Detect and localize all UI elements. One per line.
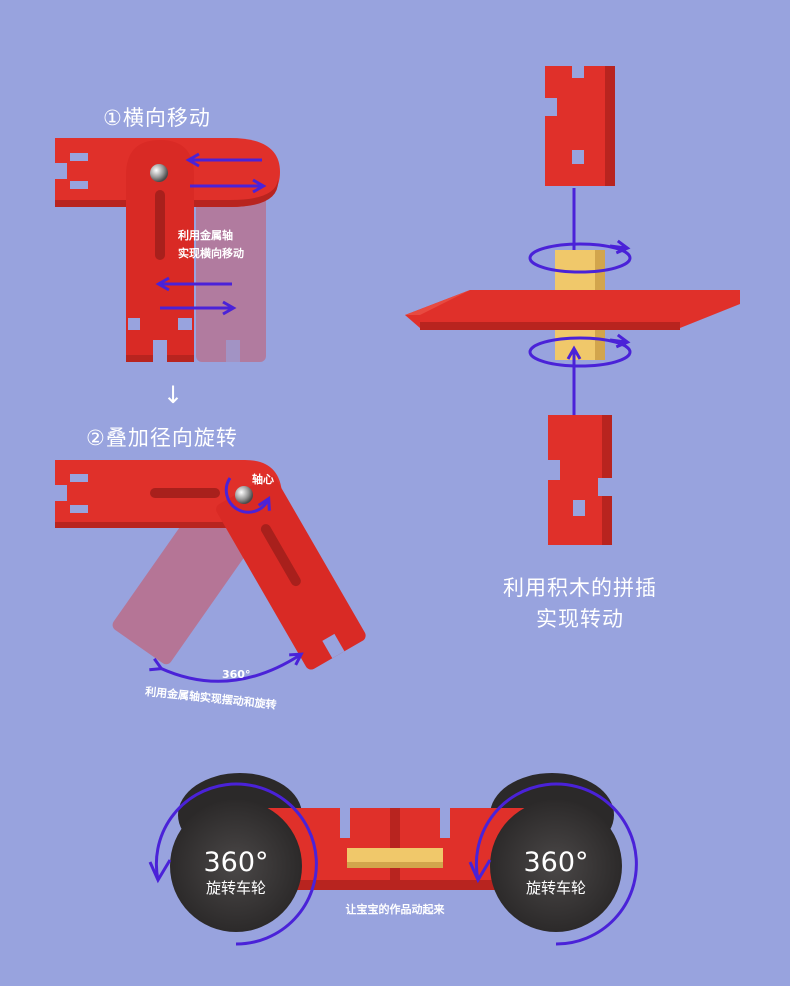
right-wheel-degrees: 360° xyxy=(523,847,589,878)
lateral-move-title: ①横向移动 xyxy=(103,106,211,130)
lateral-move-illustration xyxy=(55,138,280,362)
car-illustration xyxy=(148,773,638,946)
insertion-rotation-illustration xyxy=(405,66,740,545)
arrow-down-icon: ↓ xyxy=(163,381,185,409)
insertion-caption-line1: 利用积木的拼插 xyxy=(503,576,657,600)
car-caption: 让宝宝的作品动起来 xyxy=(345,903,445,916)
lateral-move-note-line2: 实现横向移动 xyxy=(178,247,244,260)
axis-label: 轴心 xyxy=(252,473,274,486)
left-wheel-degrees: 360° xyxy=(203,847,269,878)
radial-rotation-illustration xyxy=(55,460,366,683)
right-wheel-label: 旋转车轮 xyxy=(525,879,586,897)
insertion-caption-line2: 实现转动 xyxy=(536,607,624,631)
lateral-move-note-line1: 利用金属轴 xyxy=(178,229,233,242)
left-wheel-label: 旋转车轮 xyxy=(205,879,266,897)
radial-rotation-title: ②叠加径向旋转 xyxy=(86,426,238,450)
rotation-degrees: 360° xyxy=(222,668,251,681)
